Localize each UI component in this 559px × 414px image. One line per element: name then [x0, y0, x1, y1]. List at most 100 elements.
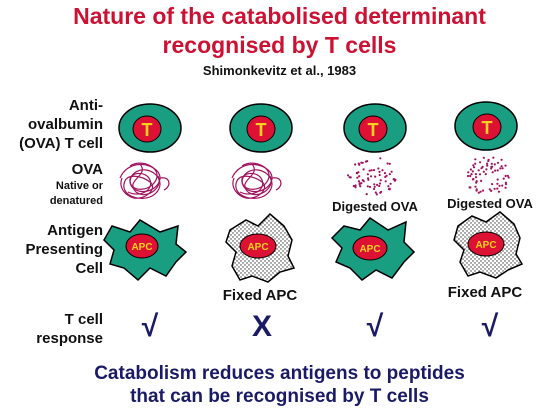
ova-peptide-dot [358, 175, 361, 178]
ova-peptide-dot [390, 170, 393, 173]
t-cell-col-4: T [454, 101, 518, 151]
ova-peptide-dot [358, 182, 361, 185]
ova-peptide-dot [488, 188, 491, 191]
ova-peptide-dot [467, 171, 470, 174]
ova-peptide-dot [366, 173, 369, 176]
ova-peptide-dot [383, 172, 387, 175]
digested-ova-dots-3 [347, 157, 397, 196]
ova-peptide-dot [497, 190, 501, 193]
ova-peptide-dot [501, 184, 504, 187]
ova-peptide-dot [474, 185, 477, 188]
ova-peptide-dot [479, 190, 482, 193]
ova-peptide-dot [487, 158, 490, 161]
footer-line-1: Catabolism reduces antigens to peptides [94, 363, 465, 384]
ova-peptide-dot [384, 180, 387, 183]
t-cell-letter-1: T [142, 120, 153, 140]
digested-ova-dots-4 [466, 156, 510, 194]
ova-peptide-dot [500, 165, 503, 168]
apc-col-4: APC [453, 211, 524, 279]
ova-peptide-dot [496, 187, 499, 190]
ova-peptide-dot [496, 169, 499, 172]
ova-peptide-dot [378, 173, 381, 177]
citation: Shimonkevitz et al., 1983 [202, 63, 357, 78]
ova-peptide-dot [480, 179, 483, 182]
ova-peptide-dot [357, 162, 360, 165]
title-line-1: Nature of the catabolised determinant [73, 3, 486, 29]
ova-peptide-dot [474, 162, 477, 165]
ova-label-col-4: Digested OVA [447, 196, 533, 211]
ova-peptide-dot [490, 167, 493, 170]
ova-peptide-dot [498, 184, 501, 187]
ova-peptide-dot [366, 185, 369, 188]
ova-peptide-dot [501, 167, 504, 170]
row-label-apc-line-3: Cell [75, 260, 103, 277]
ova-peptide-dot [504, 174, 507, 178]
ova-peptide-dot [506, 174, 509, 177]
ova-peptide-dot [478, 173, 482, 176]
apc-label-col-2: Fixed APC [222, 287, 298, 304]
ova-peptide-dot [499, 167, 502, 170]
ova-peptide-dot [378, 182, 382, 185]
ova-peptide-dot [368, 185, 372, 188]
ova-peptide-dot [369, 175, 373, 178]
ova-peptide-dot [475, 188, 478, 191]
ova-peptide-dot [388, 187, 391, 190]
t-cell-letter-4: T [482, 118, 493, 138]
ova-peptide-dot [375, 193, 378, 196]
ova-peptide-dot [372, 169, 376, 172]
native-ova-tangle-2 [231, 162, 282, 199]
ova-peptide-dot [504, 186, 507, 189]
ova-peptide-dot [373, 187, 376, 191]
ova-peptide-dot [355, 171, 358, 175]
ova-peptide-dot [482, 156, 485, 159]
ova-peptide-dot [388, 162, 391, 165]
apc-letter-1: APC [131, 242, 152, 253]
ova-peptide-dot [493, 163, 496, 166]
ova-peptide-dot [485, 168, 488, 171]
ova-peptide-dot [472, 164, 475, 167]
native-ova-tangle-1 [119, 162, 170, 199]
row-label-tcell-line-3: (OVA) T cell [19, 135, 103, 152]
ova-peptide-dot [490, 162, 493, 165]
ova-peptide-dot [394, 178, 397, 181]
ova-peptide-dot [365, 193, 368, 196]
ova-peptide-dot [370, 169, 373, 172]
ova-peptide-dot [472, 178, 475, 181]
ova-peptide-dot [357, 180, 360, 183]
ova-peptide-dot [507, 176, 510, 179]
ova-peptide-dot [361, 179, 364, 182]
ova-peptide-dot [388, 173, 391, 176]
ova-peptide-dot [359, 185, 362, 188]
ova-peptide-dot [496, 178, 499, 181]
ova-peptide-dot [361, 161, 364, 164]
ova-peptide-dot [373, 183, 376, 186]
ova-peptide-dot [486, 162, 489, 165]
ova-peptide-dot [491, 171, 494, 174]
apc-letter-4: APC [475, 240, 496, 251]
row-label-ova-main: OVA [71, 161, 103, 178]
ova-peptide-dot [481, 189, 485, 192]
t-cell-col-1: T [118, 103, 182, 153]
ova-peptide-dot [373, 185, 376, 188]
row-label-ova-sub-2: denatured [49, 195, 103, 207]
row-label-tcell-line-1: Anti- [68, 97, 103, 114]
ova-peptide-dot [374, 191, 377, 194]
ova-peptide-dot [389, 182, 392, 185]
t-cell-letter-2: T [256, 120, 267, 140]
ova-peptide-dot [471, 170, 474, 173]
response-col-4: √ [481, 310, 499, 343]
row-label-tcell: Anti- ovalbumin (OVA) T cell [19, 96, 103, 153]
ova-peptide-dot [474, 173, 477, 176]
ova-peptide-dot [491, 165, 494, 168]
ova-peptide-dot [492, 156, 495, 159]
ova-peptide-dot [477, 191, 480, 194]
ova-peptide-dot [490, 189, 493, 192]
ova-peptide-dot [380, 190, 383, 193]
apc-col-2: APC [225, 212, 296, 283]
ova-peptide-dot [479, 161, 482, 164]
ova-peptide-dot [504, 164, 507, 167]
ova-peptide-dot [482, 170, 485, 173]
ova-peptide-dot [379, 179, 382, 182]
row-label-apc-line-1: Antigen [47, 222, 103, 239]
ova-peptide-dot [474, 176, 478, 179]
